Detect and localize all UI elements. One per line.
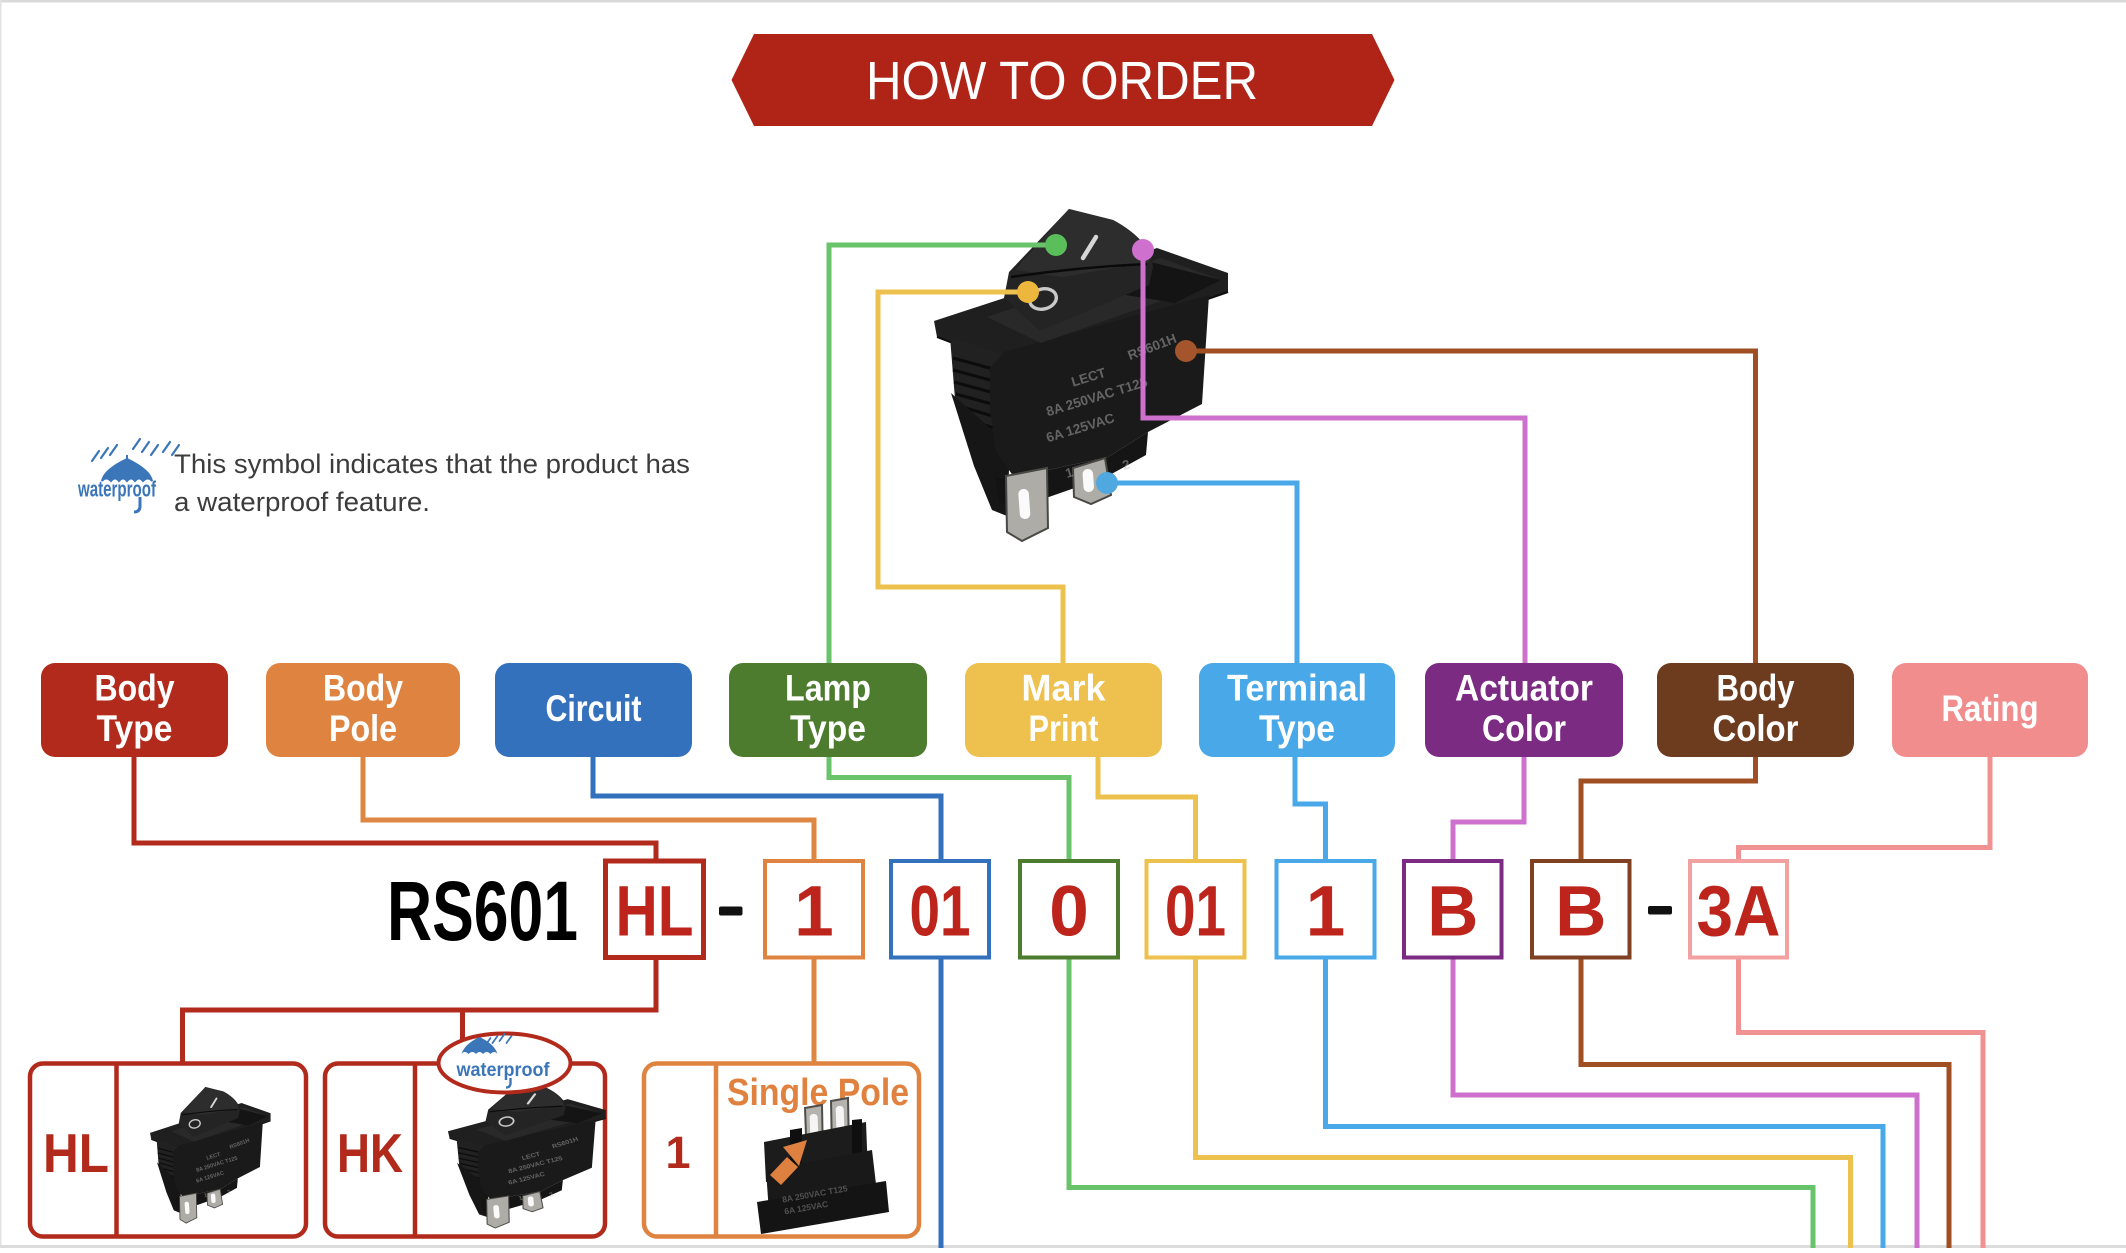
svg-text:Type: Type — [790, 708, 866, 749]
svg-text:1: 1 — [1306, 873, 1346, 952]
svg-text:1: 1 — [1063, 464, 1074, 480]
svg-text:Rating: Rating — [1942, 688, 2039, 729]
svg-text:a waterproof feature.: a waterproof feature. — [174, 487, 430, 517]
svg-text:Lamp: Lamp — [785, 668, 871, 709]
svg-text:waterproof: waterproof — [77, 477, 156, 502]
svg-text:Terminal: Terminal — [1227, 668, 1367, 709]
svg-text:2: 2 — [1120, 456, 1131, 472]
svg-text:RS601: RS601 — [387, 864, 578, 958]
svg-text:This symbol indicates that the: This symbol indicates that the product h… — [174, 449, 690, 479]
svg-text:Body: Body — [323, 668, 403, 709]
svg-text:B: B — [1555, 873, 1606, 952]
svg-text:Print: Print — [1029, 708, 1099, 749]
svg-text:HK: HK — [337, 1122, 403, 1184]
svg-text:1: 1 — [665, 1127, 690, 1178]
svg-text:01: 01 — [1165, 873, 1226, 952]
svg-text:Type: Type — [1259, 708, 1335, 749]
svg-text:HOW TO ORDER: HOW TO ORDER — [866, 51, 1258, 111]
svg-text:Body: Body — [95, 668, 175, 709]
svg-text:Color: Color — [1713, 708, 1799, 749]
svg-text:waterproof: waterproof — [456, 1059, 550, 1081]
svg-text:Pole: Pole — [329, 708, 397, 749]
svg-text:Mark: Mark — [1022, 668, 1106, 709]
svg-text:Color: Color — [1482, 708, 1566, 749]
svg-text:3A: 3A — [1697, 873, 1781, 952]
svg-text:HL: HL — [616, 873, 694, 952]
svg-text:Actuator: Actuator — [1455, 668, 1593, 709]
svg-text:Type: Type — [97, 708, 173, 749]
svg-text:Body: Body — [1717, 668, 1795, 709]
svg-text:01: 01 — [910, 873, 971, 952]
svg-text:HL: HL — [43, 1122, 109, 1184]
svg-text:Circuit: Circuit — [546, 688, 642, 729]
svg-text:B: B — [1427, 873, 1478, 952]
svg-text:1: 1 — [794, 873, 834, 952]
svg-text:0: 0 — [1049, 873, 1089, 952]
